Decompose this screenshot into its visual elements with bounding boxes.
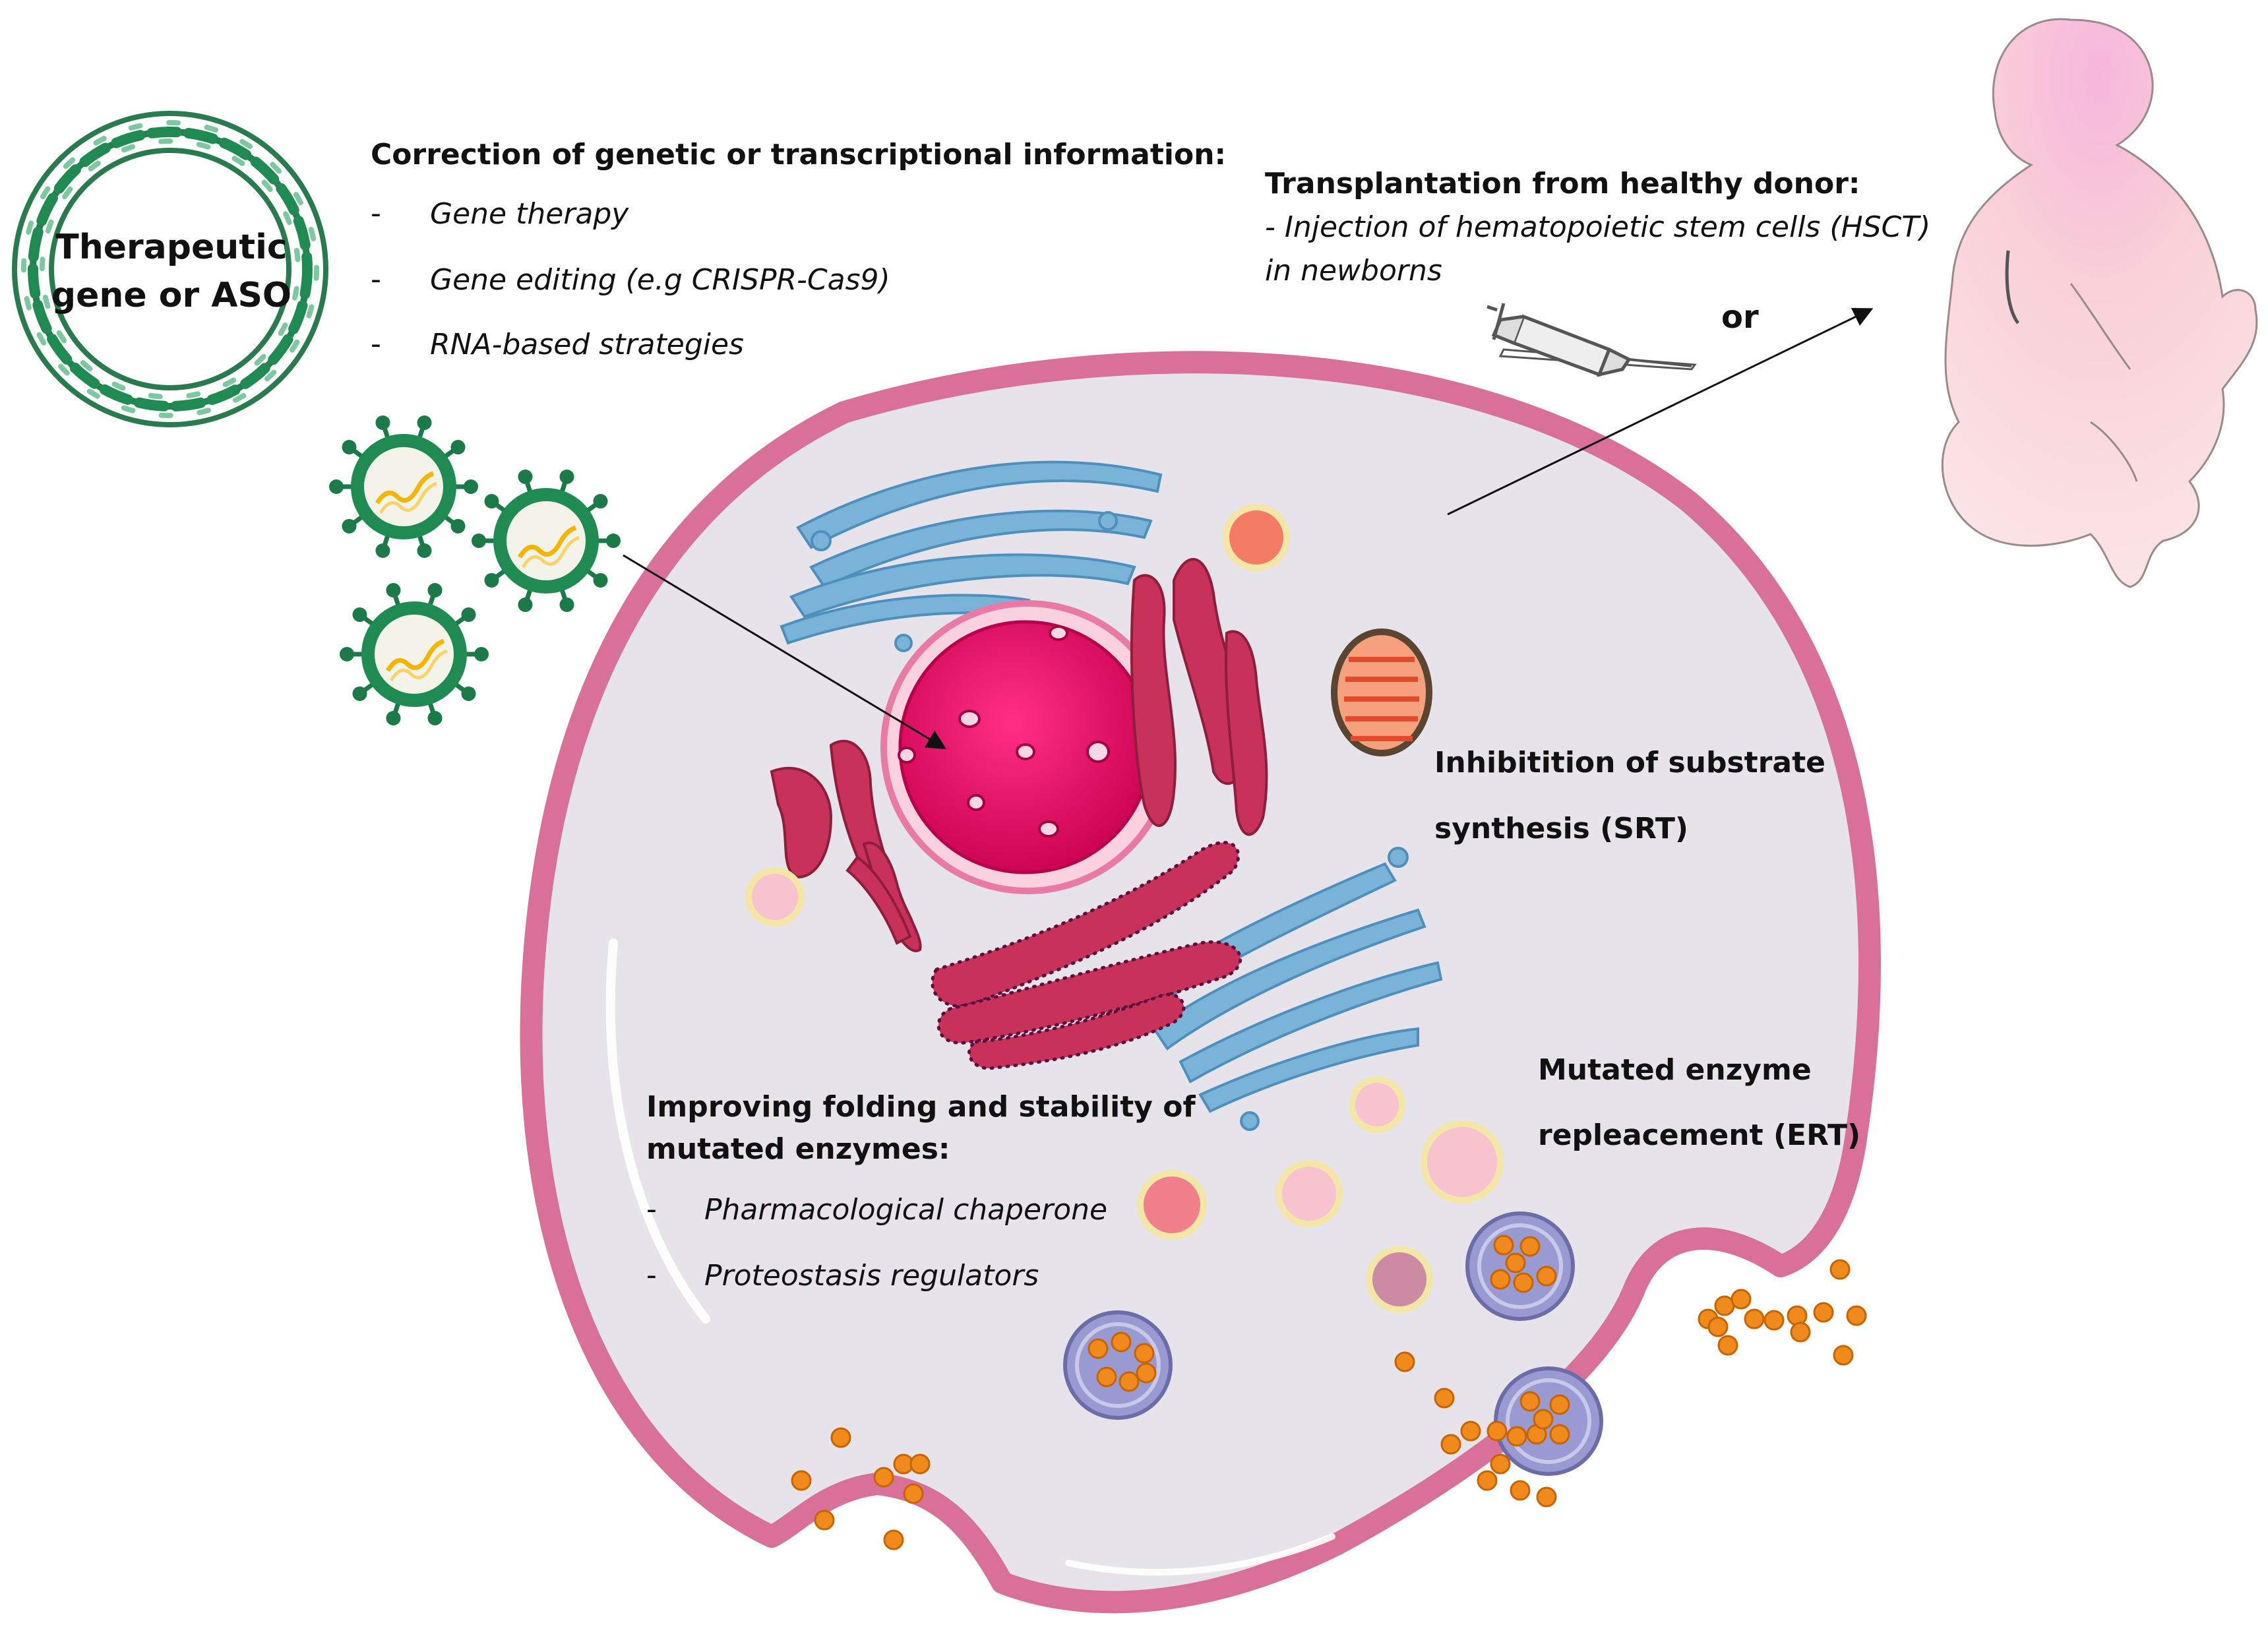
- substrate-particle: [1486, 1421, 1508, 1442]
- srt-label-line1: Inhibitition of substrate: [1434, 746, 1825, 779]
- substrate-particle: [1490, 1269, 1511, 1290]
- ert-label-line2: repleacement (ERT): [1538, 1118, 1861, 1152]
- endoplasmic-reticulum: [770, 558, 1268, 952]
- substrate-particle: [1813, 1302, 1834, 1323]
- cell-highlight-left: [605, 938, 710, 1324]
- substrate-particle: [814, 1510, 835, 1531]
- lysosomes: [1063, 1211, 1603, 1476]
- substrate-particle: [1493, 1235, 1514, 1256]
- transplant-line1: - Injection of hematopoietic stem cells …: [1265, 210, 1931, 244]
- substrate-particle: [1490, 1453, 1511, 1475]
- vesicles: [745, 504, 1504, 1313]
- vesicle: [745, 867, 805, 927]
- genetic-correction-heading: Correction of genetic or transcriptional…: [371, 138, 1227, 171]
- substrate-particle: [1510, 1480, 1531, 1501]
- genetic-item-gene-therapy: Gene therapy: [430, 197, 629, 231]
- substrate-particle: [1519, 1236, 1541, 1257]
- mitochondrion: [1331, 628, 1432, 756]
- plasmid-ring: [12, 111, 328, 427]
- substrate-particle: [1096, 1366, 1117, 1388]
- substrate-particle: [909, 1453, 931, 1475]
- genetic-item-gene-editing: Gene editing (e.g CRISPR-Cas9): [430, 263, 890, 297]
- transplant-line2: in newborns: [1265, 254, 1442, 288]
- bullet-dash: -: [371, 262, 381, 296]
- newborn-baby: [1941, 18, 2258, 588]
- substrate-particle: [1460, 1421, 1481, 1442]
- vesicle: [1275, 1160, 1343, 1227]
- plasmid-label-line2: gene or ASO: [51, 276, 291, 315]
- folding-item-chaperone: Pharmacological chaperone: [704, 1193, 1108, 1227]
- transplant-heading: Transplantation from healthy donor:: [1265, 167, 1860, 200]
- substrate-particle: [1829, 1259, 1851, 1280]
- substrate-particle: [1846, 1305, 1867, 1326]
- nucleus: [880, 600, 1175, 894]
- substrate-particle: [1787, 1305, 1808, 1326]
- substrate-particle: [1790, 1322, 1811, 1343]
- substrate-particle: [1549, 1394, 1570, 1415]
- bullet-dash: -: [646, 1258, 657, 1292]
- folding-heading-line2: mutated enzymes:: [646, 1132, 950, 1166]
- substrate-particle: [1088, 1338, 1109, 1359]
- cell-to-baby-arrow: [1447, 307, 1874, 516]
- cell-highlight-bottom: [1065, 1533, 1335, 1576]
- vector-to-nucleus-arrow: [623, 554, 947, 750]
- syringe-icon: [1486, 303, 1697, 377]
- substrate-particle: [1536, 1486, 1557, 1508]
- substrate-particle: [1505, 1252, 1526, 1273]
- virus: [329, 415, 478, 559]
- substrate-particle: [1434, 1388, 1455, 1409]
- substrate-particle: [1513, 1272, 1534, 1293]
- substrate-particle: [1136, 1362, 1157, 1384]
- or-label: or: [1721, 299, 1759, 336]
- vesicle: [1223, 504, 1290, 571]
- srt-label-line2: synthesis (SRT): [1434, 812, 1688, 845]
- vesicle: [1366, 1246, 1433, 1313]
- substrate-particle: [1744, 1308, 1765, 1329]
- vesicle: [1137, 1170, 1207, 1240]
- substrate-particle: [791, 1470, 812, 1491]
- lysosome: [1063, 1310, 1173, 1420]
- substrate-particle: [1717, 1335, 1738, 1356]
- vesicle: [1421, 1120, 1504, 1204]
- substrate-particle: [1707, 1316, 1729, 1337]
- er-lower-rough: [931, 841, 1242, 1070]
- substrate-particle: [1533, 1409, 1554, 1430]
- substrate-particle: [1731, 1289, 1752, 1310]
- substrate-particle: [1477, 1470, 1498, 1491]
- substrate-particle: [873, 1467, 894, 1488]
- bullet-dash: -: [371, 197, 381, 230]
- substrate-particle: [1119, 1371, 1140, 1392]
- substrate-particle: [1519, 1391, 1541, 1412]
- ert-label-line1: Mutated enzyme: [1538, 1053, 1812, 1087]
- bullet-dash: -: [646, 1192, 657, 1226]
- substrate-particle: [830, 1427, 851, 1448]
- viral-vectors: [329, 415, 621, 726]
- bullet-dash: -: [371, 327, 381, 361]
- nuclear-pores: [898, 625, 1110, 838]
- substrate-particle: [1536, 1266, 1557, 1287]
- folding-item-proteostasis: Proteostasis regulators: [704, 1259, 1039, 1293]
- substrate-particle: [1111, 1331, 1132, 1353]
- substrate-particle: [1134, 1343, 1155, 1364]
- substrate-particle: [1763, 1310, 1785, 1331]
- virus: [340, 582, 489, 726]
- substrate-particle: [1506, 1426, 1527, 1447]
- genetic-item-rna: RNA-based strategies: [430, 328, 744, 361]
- virus: [472, 469, 621, 613]
- vesicle: [1349, 1076, 1405, 1133]
- substrate-particle: [1549, 1424, 1570, 1445]
- plasmid-label-line1: Therapeutic: [55, 228, 288, 267]
- substrate-particles: [791, 1235, 1867, 1550]
- substrate-particle: [1440, 1434, 1461, 1455]
- substrate-particle: [1394, 1351, 1415, 1372]
- substrate-particle: [883, 1529, 904, 1550]
- folding-heading-line1: Improving folding and stability of: [646, 1090, 1196, 1124]
- substrate-particle: [1833, 1345, 1854, 1366]
- substrate-particle: [903, 1483, 924, 1504]
